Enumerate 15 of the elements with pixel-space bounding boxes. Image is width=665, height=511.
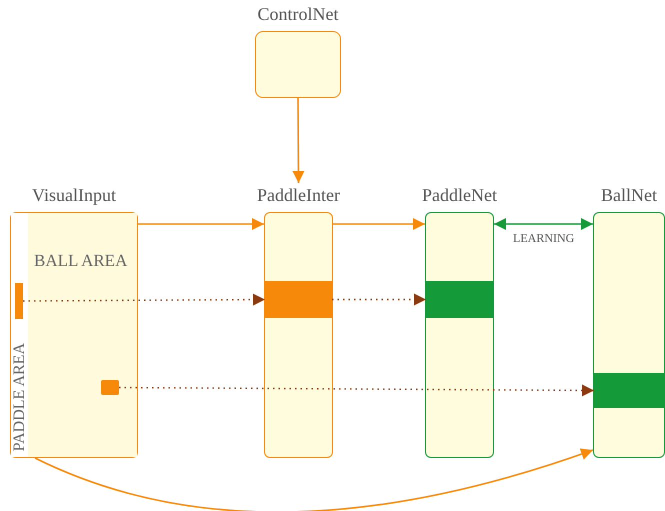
arrow [292, 98, 304, 183]
arrow [34, 448, 594, 511]
node-title: VisualInput [32, 185, 116, 206]
arrow [138, 218, 264, 230]
arrow [23, 294, 265, 306]
node-title: ControlNet [258, 4, 338, 25]
node-title: PaddleInter [257, 185, 340, 206]
arrow [332, 294, 426, 306]
node-title: BallNet [601, 185, 657, 206]
arrow [494, 218, 593, 230]
arrow [119, 384, 594, 396]
arrow [333, 218, 425, 230]
node-title: PaddleNet [422, 185, 497, 206]
area-label: BALL AREA [34, 251, 128, 271]
area-label: PADDLE AREA [11, 342, 28, 451]
